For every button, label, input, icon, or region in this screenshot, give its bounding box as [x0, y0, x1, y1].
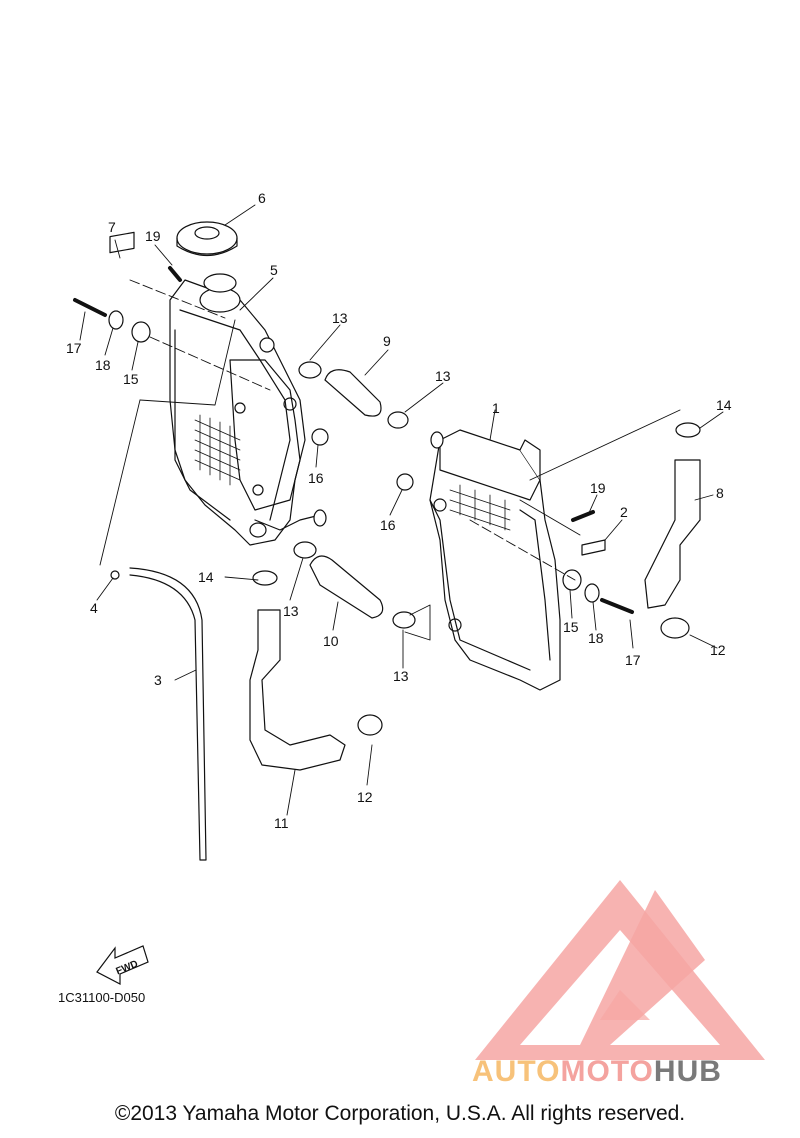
diagram-code: 1C31100-D050 — [58, 990, 146, 1005]
callout-14-left: 14 — [198, 569, 214, 585]
callout-16-right: 16 — [380, 517, 396, 533]
callout-leaders — [79, 204, 724, 816]
callout-11: 11 — [274, 815, 289, 831]
brand-hub: HUB — [653, 1055, 722, 1088]
callout-13-mid: 13 — [435, 368, 451, 384]
left-radiator — [169, 273, 327, 546]
hose-9 — [324, 369, 382, 417]
callout-17-left: 17 — [66, 340, 82, 356]
callout-7: 7 — [108, 219, 116, 235]
callout-13-bottom: 13 — [393, 668, 409, 684]
callout-2: 2 — [620, 504, 628, 520]
callout-19-right: 19 — [590, 480, 606, 496]
hose-11 — [249, 609, 346, 771]
hose-8 — [644, 459, 701, 609]
right-radiator — [429, 429, 561, 691]
fasteners — [73, 231, 634, 614]
callout-10: 10 — [323, 633, 339, 649]
callout-15-left: 15 — [123, 371, 139, 387]
callout-8: 8 — [716, 485, 724, 501]
callout-13-top: 13 — [332, 310, 348, 326]
callout-14-right: 14 — [716, 397, 732, 413]
hose-10 — [309, 555, 384, 619]
callout-6: 6 — [258, 190, 266, 206]
fwd-arrow-icon: FWD — [96, 945, 149, 985]
watermark-brand: AUTOMOTOHUB — [472, 1055, 722, 1089]
breather-hose-3 — [129, 567, 207, 861]
callout-9: 9 — [383, 333, 391, 349]
callout-labels: 6 7 19 5 17 18 15 13 9 13 1 14 16 8 19 2… — [66, 190, 732, 831]
callout-12-right: 12 — [710, 642, 726, 658]
brand-auto: AUTO — [472, 1055, 561, 1088]
hose-clamps — [110, 361, 701, 736]
callout-3: 3 — [154, 672, 162, 688]
callout-18-right: 18 — [588, 630, 604, 646]
copyright-notice: ©2013 Yamaha Motor Corporation, U.S.A. A… — [114, 1102, 686, 1125]
radiator-cap — [176, 221, 238, 256]
callout-12-bottom: 12 — [357, 789, 373, 805]
callout-19-left: 19 — [145, 228, 161, 244]
callout-17-right: 17 — [625, 652, 641, 668]
callout-1: 1 — [492, 400, 500, 416]
callout-13-left: 13 — [283, 603, 299, 619]
brand-moto: MOTO — [560, 1055, 654, 1088]
watermark-logo-icon — [475, 880, 765, 1060]
callout-4: 4 — [90, 600, 98, 616]
callout-16-left: 16 — [308, 470, 324, 486]
callout-5: 5 — [270, 262, 278, 278]
assembly-lines — [99, 279, 681, 641]
callout-15-right: 15 — [563, 619, 579, 635]
callout-18-left: 18 — [95, 357, 111, 373]
